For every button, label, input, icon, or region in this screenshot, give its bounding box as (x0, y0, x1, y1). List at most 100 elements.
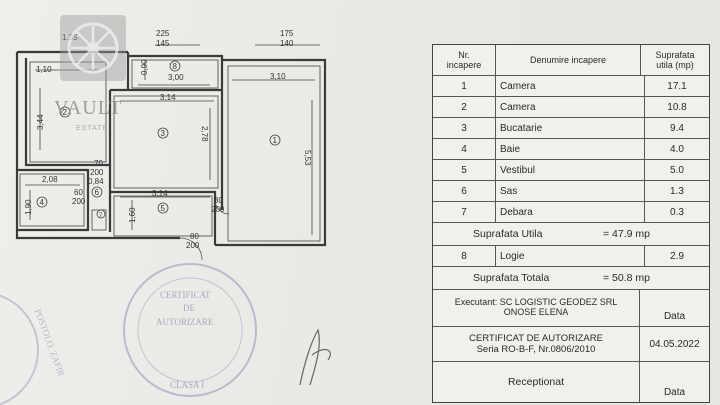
dim-h553: 5,53 (303, 150, 312, 166)
dim-top-a: 225 (156, 29, 170, 38)
dim-w314b: 3,14 (152, 189, 168, 198)
certificat-date: 04.05.2022 (649, 338, 700, 350)
dim-door-80a: 80 (214, 196, 223, 205)
row-nr: 6 (433, 181, 496, 201)
row-name: Baie (496, 139, 645, 159)
dim-h090: 0,90 (140, 59, 149, 75)
floor-plan: 225 145 175 140 1.35 1,10 0,90 3,00 3,10… (0, 15, 331, 405)
suprafata-utila-label: Suprafata Utila (473, 228, 543, 240)
brand-subtitle: ESTATE (76, 125, 108, 132)
row-nr: 2 (433, 97, 496, 117)
dim-door-200d: 200 (186, 241, 200, 250)
logie-area: 2.9 (670, 250, 684, 262)
header-name: Denumire incapere (496, 45, 641, 75)
stamp-bottom: CLASA I (170, 380, 204, 390)
room-label-2: 2 (63, 108, 68, 117)
brand-name: VAULT (54, 97, 122, 119)
dim-h344: 3,44 (36, 114, 45, 130)
row-name: Debara (496, 202, 645, 222)
suprafata-totala-value: = 50.8 mp (603, 272, 650, 284)
dim-w084: 0,84 (88, 177, 104, 186)
room-label-6: 6 (95, 188, 100, 197)
header-nr-line2: incapere (446, 60, 482, 70)
dim-w208: 2,08 (42, 175, 58, 184)
row-area: 0.3 (670, 206, 684, 218)
row-area: 1.3 (670, 185, 684, 197)
dim-door-200b: 200 (72, 197, 86, 206)
dim-w310: 3,10 (270, 72, 286, 81)
room-label-5: 5 (161, 204, 166, 213)
row-nr: 7 (433, 202, 496, 222)
table-row: 6 Sas 1.3 (433, 181, 709, 202)
dim-door-200a: 200 (90, 168, 104, 177)
row-nr: 3 (433, 118, 496, 138)
room-label-8: 8 (173, 62, 178, 71)
certificat-row: CERTIFICAT DE AUTORIZARE Seria RO-B-F, N… (433, 327, 709, 362)
table-row: 2 Camera 10.8 (433, 97, 709, 118)
stamp-line1: CERTIFICAT (160, 290, 211, 300)
row-area: 4.0 (670, 143, 684, 155)
row-name: Sas (496, 181, 645, 201)
row-name: Camera (496, 97, 645, 117)
room-label-7: 7 (99, 213, 103, 219)
dim-door-60: 60 (74, 188, 83, 197)
dim-w300: 3,00 (168, 73, 184, 82)
row-area: 5.0 (670, 164, 684, 176)
row-nr: 1 (433, 76, 496, 96)
dim-door-80b: 80 (190, 232, 199, 241)
row-area: 10.8 (667, 101, 687, 113)
receptionat-label: Receptionat (433, 362, 640, 402)
executant-line1: Executant: SC LOGISTIC GEODEZ SRL (454, 297, 618, 307)
certificat-line2: Seria RO-B-F, Nr.0806/2010 (476, 344, 596, 355)
stamp-line2: DE (183, 303, 195, 313)
suprafata-utila-row: Suprafata Utila = 47.9 mp (433, 223, 709, 246)
dim-top-d: 140 (280, 39, 294, 48)
dim-h160: 1,60 (128, 207, 137, 223)
header-area-line2: utila (mp) (656, 60, 694, 70)
logie-nr: 8 (433, 246, 496, 266)
header-area-line1: Suprafata (655, 50, 695, 60)
room-label-4: 4 (40, 198, 45, 207)
receptionat-row: Receptionat Data (433, 362, 709, 402)
dim-door-70: 70 (94, 159, 103, 168)
dim-top-c: 175 (280, 29, 294, 38)
executant-data-label: Data (663, 311, 686, 322)
executant-row: Executant: SC LOGISTIC GEODEZ SRL ONOSE … (433, 290, 709, 327)
table-row: 1 Camera 17.1 (433, 76, 709, 97)
dim-w314a: 3,14 (160, 93, 176, 102)
suprafata-totala-label: Suprafata Totala (473, 272, 550, 284)
suprafata-totala-row: Suprafata Totala = 50.8 mp (433, 267, 709, 290)
row-name: Bucatarie (496, 118, 645, 138)
row-name: Camera (496, 76, 645, 96)
dim-top-b: 145 (156, 39, 170, 48)
table-row: 3 Bucatarie 9.4 (433, 118, 709, 139)
table-header: Nr. incapere Denumire incapere Suprafata… (433, 45, 709, 76)
stamp-line3: AUTORIZARE (156, 317, 214, 327)
vault-logo: VAULT ESTATE (54, 15, 126, 132)
dim-h190: 1,90 (24, 199, 33, 215)
table-row: 5 Vestibul 5.0 (433, 160, 709, 181)
row-area: 9.4 (670, 122, 684, 134)
header-nr-line1: Nr. (458, 50, 470, 60)
row-nr: 5 (433, 160, 496, 180)
dim-w110: 1,10 (36, 65, 52, 74)
table-row: 7 Debara 0.3 (433, 202, 709, 223)
row-name: Vestibul (496, 160, 645, 180)
logie-row: 8 Logie 2.9 (433, 246, 709, 267)
executant-line2: ONOSE ELENA (503, 307, 569, 317)
signature (299, 328, 331, 386)
area-table: Nr. incapere Denumire incapere Suprafata… (432, 44, 710, 403)
table-row: 4 Baie 4.0 (433, 139, 709, 160)
room-label-3: 3 (161, 129, 166, 138)
logie-name: Logie (496, 246, 645, 266)
suprafata-utila-value: = 47.9 mp (603, 228, 650, 240)
dim-h278: 2,78 (200, 126, 209, 142)
dim-door-200c: 200 (211, 205, 225, 214)
row-nr: 4 (433, 139, 496, 159)
room-label-1: 1 (273, 136, 278, 145)
certificat-line1: CERTIFICAT DE AUTORIZARE (469, 333, 603, 344)
receptionat-data-label: Data (663, 387, 686, 398)
authorization-stamp: CERTIFICAT DE AUTORIZARE CLASA I (123, 263, 257, 397)
left-stamp: POSTOLO. ZAFIR (0, 294, 67, 405)
row-area: 17.1 (667, 80, 687, 92)
